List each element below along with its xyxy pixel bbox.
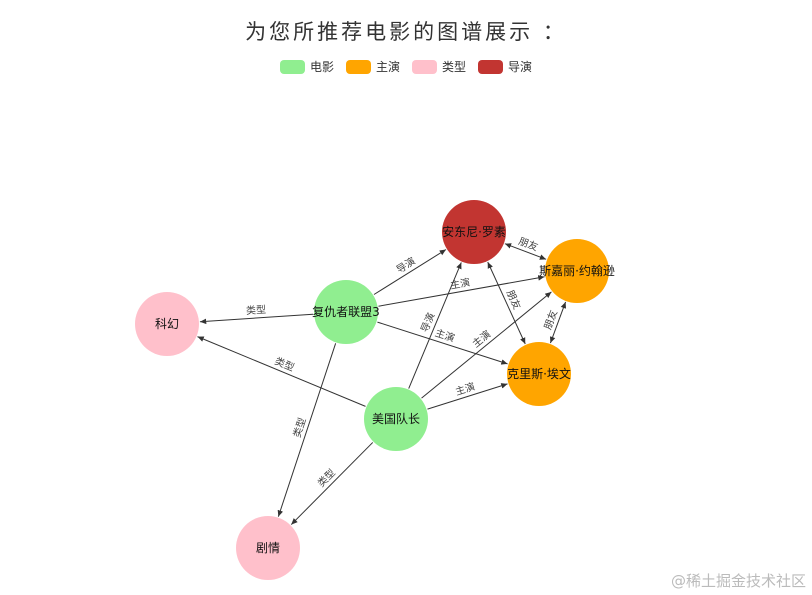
edge-label: 类型 bbox=[315, 466, 338, 489]
edge-label: 类型 bbox=[273, 354, 296, 374]
edge-label: 主演 bbox=[454, 380, 477, 398]
watermark: @稀土掘金技术社区 bbox=[670, 572, 806, 590]
edge-captain-drama[interactable] bbox=[290, 442, 374, 525]
node-label: 美国队长 bbox=[372, 411, 420, 426]
node-label: 安东尼·罗素 bbox=[442, 224, 506, 239]
legend-label-movie: 电影 bbox=[309, 60, 334, 74]
node-circle[interactable] bbox=[236, 516, 300, 580]
edge-captain-scarlett[interactable] bbox=[421, 291, 552, 399]
node-scarlett[interactable]: 斯嘉丽·约翰逊 bbox=[539, 239, 615, 303]
legend-swatch-movie bbox=[279, 59, 305, 74]
edge-scarlett-chris[interactable] bbox=[549, 301, 567, 344]
edge-captain-russo[interactable] bbox=[408, 262, 462, 389]
node-captain[interactable]: 美国队长 bbox=[364, 387, 428, 451]
edge-label: 类型 bbox=[246, 303, 267, 317]
edge-avengers3-chris[interactable] bbox=[377, 321, 508, 365]
node-label: 克里斯·埃文 bbox=[507, 366, 571, 381]
edge-russo-scarlett[interactable] bbox=[504, 243, 547, 260]
edge-avengers3-drama[interactable] bbox=[277, 343, 337, 517]
node-label: 剧情 bbox=[256, 541, 280, 555]
edge-russo-chris[interactable] bbox=[487, 261, 526, 345]
node-label: 科幻 bbox=[155, 317, 179, 331]
node-circle[interactable] bbox=[507, 342, 571, 406]
edge-avengers3-russo[interactable] bbox=[373, 249, 447, 295]
node-circle[interactable] bbox=[442, 200, 506, 264]
legend-label-director: 导演 bbox=[508, 60, 533, 74]
chart-title: 为您所推荐电影的图谱展示 ： bbox=[245, 20, 567, 44]
node-avengers3[interactable]: 复仇者联盟3 bbox=[312, 280, 380, 344]
node-russo[interactable]: 安东尼·罗素 bbox=[442, 200, 506, 264]
edge-captain-chris[interactable] bbox=[427, 383, 508, 410]
node-drama[interactable]: 剧情 bbox=[236, 516, 300, 580]
legend-swatch-actor bbox=[345, 59, 371, 74]
edge-label: 朋友 bbox=[541, 308, 560, 331]
legend-item-movie[interactable]: 电影 bbox=[279, 58, 334, 75]
node-scifi[interactable]: 科幻 bbox=[135, 292, 199, 356]
edge-captain-scifi[interactable] bbox=[197, 336, 366, 407]
legend-swatch-director bbox=[478, 59, 504, 74]
node-circle[interactable] bbox=[545, 239, 609, 303]
node-label: 复仇者联盟3 bbox=[312, 305, 380, 319]
node-label: 斯嘉丽·约翰逊 bbox=[539, 263, 615, 278]
legend-label-actor: 主演 bbox=[375, 60, 400, 74]
edge-avengers3-scifi[interactable] bbox=[199, 313, 314, 325]
legend-label-genre: 类型 bbox=[442, 60, 467, 74]
node-chris[interactable]: 克里斯·埃文 bbox=[507, 342, 571, 406]
node-circle[interactable] bbox=[314, 280, 378, 344]
node-circle[interactable] bbox=[135, 292, 199, 356]
edge-label: 类型 bbox=[290, 416, 309, 439]
edge-label: 导演 bbox=[418, 311, 438, 334]
edge-label: 主演 bbox=[470, 327, 494, 350]
legend-item-genre[interactable]: 类型 bbox=[412, 58, 466, 75]
legend-item-actor[interactable]: 主演 bbox=[345, 58, 400, 75]
edge-label: 朋友 bbox=[517, 234, 540, 253]
node-circle[interactable] bbox=[364, 387, 428, 451]
legend-item-director[interactable]: 导演 bbox=[478, 58, 532, 75]
edge-label: 主演 bbox=[433, 326, 456, 344]
edge-label: 朋友 bbox=[504, 288, 524, 312]
edge-label: 导演 bbox=[394, 254, 418, 276]
legend: 电影 主演 类型 导演 bbox=[0, 58, 812, 75]
legend-swatch-genre bbox=[412, 59, 437, 74]
